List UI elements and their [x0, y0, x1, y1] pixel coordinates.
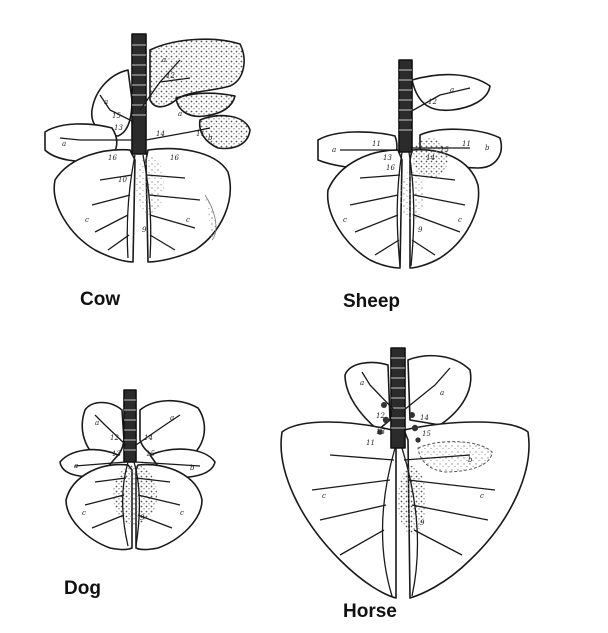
sheep-mark: a [450, 86, 454, 94]
horse-lung-diagram: a a b c c 9 11 12 13 14 15 [281, 348, 529, 598]
cow-lung-diagram: a a a a b c c 9 10 11 12 13 14 15 16 16 [45, 34, 250, 262]
cow-mark: b [208, 134, 213, 142]
horse-mark: b [468, 456, 473, 464]
horse-mark: a [440, 389, 444, 397]
horse-mark: a [360, 379, 364, 387]
horse-mark: c [322, 492, 326, 500]
dog-mark: b [190, 464, 195, 472]
cow-mark: a [104, 98, 108, 106]
horse-mark: 15 [422, 430, 431, 438]
dog-mark: a [95, 419, 99, 427]
horse-mark: 9 [420, 519, 425, 527]
sheep-mark: b [485, 144, 490, 152]
sheep-mark: a [332, 146, 336, 154]
cow-mark: 10 [118, 176, 127, 184]
sheep-mark: 11 [462, 140, 471, 148]
cow-mark: 15 [112, 112, 121, 120]
cow-mark: a [62, 140, 66, 148]
horse-mark: 13 [376, 428, 385, 436]
panel-label-sheep: Sheep [343, 291, 400, 313]
sheep-mark: 9 [418, 226, 423, 234]
cow-mark: c [85, 216, 89, 224]
dog-mark: 14 [144, 434, 153, 442]
dog-mark: 13 [112, 450, 121, 458]
dog-mark: 12 [110, 434, 119, 442]
dog-mark: c [82, 509, 86, 517]
panel-label-cow: Cow [80, 289, 120, 311]
cow-mark: 16 [170, 154, 179, 162]
sheep-mark: c [343, 216, 347, 224]
cow-mark: a [178, 110, 182, 118]
cow-mark: a [162, 56, 166, 64]
horse-lobe-caudal-left [281, 422, 396, 598]
dog-lung-diagram: a a a b c c 9 12 13 14 15 [60, 390, 215, 550]
cow-mark: c [186, 216, 190, 224]
sheep-trachea [399, 60, 412, 152]
horse-mark: 14 [420, 414, 429, 422]
dog-mark: a [74, 462, 78, 470]
dog-mark: 15 [146, 450, 155, 458]
cow-mark: 13 [114, 124, 123, 132]
dog-mark: a [170, 414, 174, 422]
sheep-mark: 16 [386, 164, 395, 172]
cow-lobe-middle-right [176, 93, 235, 116]
sheep-mark: 13 [383, 154, 392, 162]
dog-mark: c [180, 509, 184, 517]
sheep-lung-diagram: a a b c c 9 11 11 12 13 14 15 16 [318, 60, 501, 268]
cow-mark: 14 [156, 130, 165, 138]
panel-label-dog: Dog [64, 578, 101, 600]
dog-mark: 9 [140, 514, 145, 522]
sheep-mark: 12 [428, 98, 437, 106]
cow-mark: 12 [166, 72, 175, 80]
cow-trachea [132, 34, 146, 154]
dog-trachea [124, 390, 136, 462]
dog-heart-shadow [113, 465, 157, 525]
cow-mark: 16 [108, 154, 117, 162]
cow-mark: 9 [142, 226, 147, 234]
cow-mark: 11 [196, 130, 205, 138]
sheep-mark: c [458, 216, 462, 224]
sheep-mark: 11 [372, 140, 381, 148]
horse-mark: 12 [376, 412, 385, 420]
horse-mark: 11 [366, 439, 375, 447]
cow-lobe-accessory-right [200, 116, 250, 149]
panel-label-horse: Horse [343, 601, 397, 623]
cow-lobe-caudal-left [54, 150, 135, 262]
sheep-mark: 15 [440, 146, 449, 154]
horse-mark: c [480, 492, 484, 500]
sheep-mark: 14 [426, 154, 435, 162]
